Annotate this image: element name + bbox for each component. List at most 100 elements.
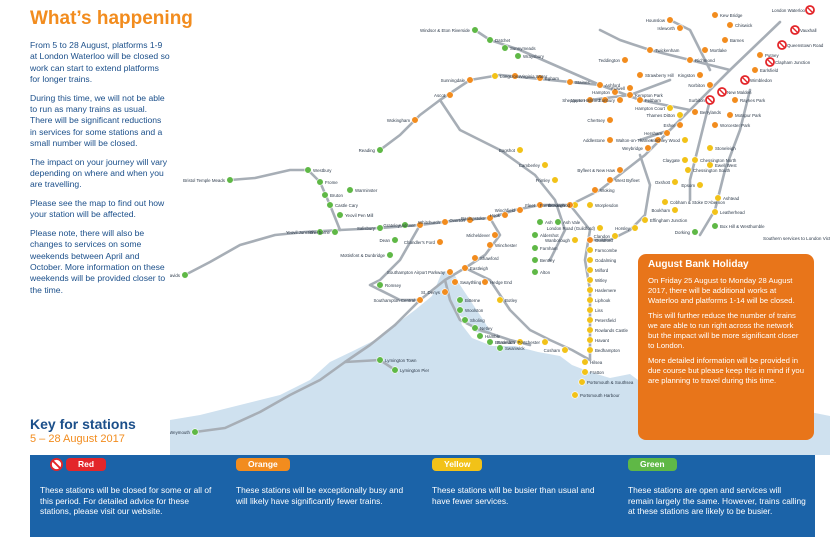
station-dot-orange (446, 91, 454, 99)
station-label: Worcester Park (720, 123, 751, 128)
station-dot-orange (501, 211, 509, 219)
station-dot-yellow (611, 232, 619, 240)
station-label: Virginia Water (520, 74, 548, 79)
station-dot-orange (676, 121, 684, 129)
station-dot-yellow (586, 286, 594, 294)
station-dot-orange (696, 71, 704, 79)
station-label: Hilsea (590, 360, 603, 365)
station-label: Effingham Junction (650, 218, 688, 223)
station-label: Sunningdale (441, 78, 466, 83)
station-dot-yellow (551, 176, 559, 184)
station-label: Swaythling (460, 280, 482, 285)
station-label: Surbiton (689, 98, 706, 103)
station-closed-mark (707, 97, 713, 103)
station-label: Salisbury (357, 226, 376, 231)
station-dot-orange (644, 144, 652, 152)
station-dot-green (321, 191, 329, 199)
station-label: Hersham (644, 131, 662, 136)
station-dot-green (386, 251, 394, 259)
station-label: Southampton Airport Parkway (387, 270, 446, 275)
station-dot-green (391, 366, 399, 374)
station-label: Kempton Park (635, 93, 664, 98)
station-dot-green (181, 271, 189, 279)
station-label: Sunnymeads (510, 46, 536, 51)
station-label: Chessington North (700, 158, 737, 163)
key-desc-green: These stations are open and services wil… (628, 485, 806, 516)
station-label: Frome (325, 180, 338, 185)
station-label: Hook (490, 213, 501, 218)
station-label: Castle Cary (335, 203, 359, 208)
station-dot-yellow (661, 198, 669, 206)
station-dot-orange (491, 231, 499, 239)
station-dot-yellow (581, 368, 589, 376)
station-closed-mark (792, 27, 798, 33)
station-closed-mark (779, 42, 785, 48)
station-dot-green (346, 186, 354, 194)
station-label: Micheldever (466, 233, 490, 238)
station-label: St. Denys (421, 290, 441, 295)
intro-paragraph: Please see the map to find out how your … (30, 197, 165, 220)
key-badge-orange: Orange (236, 458, 290, 471)
station-label: Yeovil Junction (286, 230, 316, 235)
station-label: Weybridge (622, 146, 643, 151)
station-label: Sherborne (309, 230, 330, 235)
station-label: Swanwick (505, 346, 525, 351)
station-dot-yellow (586, 296, 594, 304)
station-label: Hounslow (646, 18, 666, 23)
station-label: Milford (595, 268, 609, 273)
station-dot-yellow (586, 201, 594, 209)
station-dot-yellow (586, 316, 594, 324)
station-dot-orange (411, 116, 419, 124)
intro-paragraph: Please note, there will also be changes … (30, 227, 166, 295)
station-dot-yellow (586, 276, 594, 284)
station-label: Ash (545, 220, 553, 225)
station-dot-yellow (631, 224, 639, 232)
station-dot-orange (711, 11, 719, 19)
bank-holiday-title: August Bank Holiday (648, 259, 749, 270)
station-dot-yellow (491, 72, 499, 80)
station-label: Queenstown Road (787, 43, 824, 48)
station-label: Southampton Central (374, 298, 416, 303)
station-label: Ashford (605, 83, 621, 88)
bank-holiday-paragraph: More detailed information will be provid… (648, 356, 804, 385)
station-label: Dean (380, 238, 391, 243)
station-label: Havant (595, 338, 610, 343)
key-desc-yellow: These stations will be busier than usual… (432, 485, 595, 506)
station-label: London Waterloo (772, 8, 806, 13)
station-dot-green (501, 44, 509, 52)
station-label: Fleet (525, 203, 536, 208)
station-dot-green (471, 324, 479, 332)
station-dot-yellow (516, 146, 524, 154)
station-dot-yellow (706, 144, 714, 152)
station-dot-orange (621, 56, 629, 64)
bank-holiday-paragraph: On Friday 25 August to Monday 28 August … (648, 276, 795, 305)
station-label: Strawberry Hill (645, 73, 674, 78)
station-label: Andover (399, 223, 416, 228)
station-label: Portsmouth & Southsea (587, 380, 634, 385)
station-dot-yellow (641, 216, 649, 224)
station-dot-orange (676, 24, 684, 32)
station-dot-green (376, 281, 384, 289)
station-label: Witley (595, 278, 608, 283)
station-dot-orange (461, 264, 469, 272)
station-dot-orange (626, 84, 634, 92)
station-dot-green (531, 268, 539, 276)
station-dot-yellow (586, 336, 594, 344)
station-label: Farncombe (595, 248, 618, 253)
station-dot-yellow (541, 161, 549, 169)
station-label: New Malden (727, 90, 752, 95)
station-dot-yellow (714, 194, 722, 202)
station-label: Eastleigh (470, 266, 489, 271)
station-dot-orange (591, 186, 599, 194)
station-label: Ashtead (723, 196, 740, 201)
station-label: Brookwood (548, 203, 571, 208)
station-dot-green (376, 224, 384, 232)
station-label: Yeovil Pen Mill (345, 213, 373, 218)
station-label: Farnborough (540, 203, 566, 208)
station-dot-yellow (666, 104, 674, 112)
station-label: Dorking (675, 230, 691, 235)
station-dot-green (514, 52, 522, 60)
station-label: Bristol Temple Meads (183, 178, 226, 183)
station-dot-orange (586, 236, 594, 244)
station-label: Epsom (681, 183, 695, 188)
